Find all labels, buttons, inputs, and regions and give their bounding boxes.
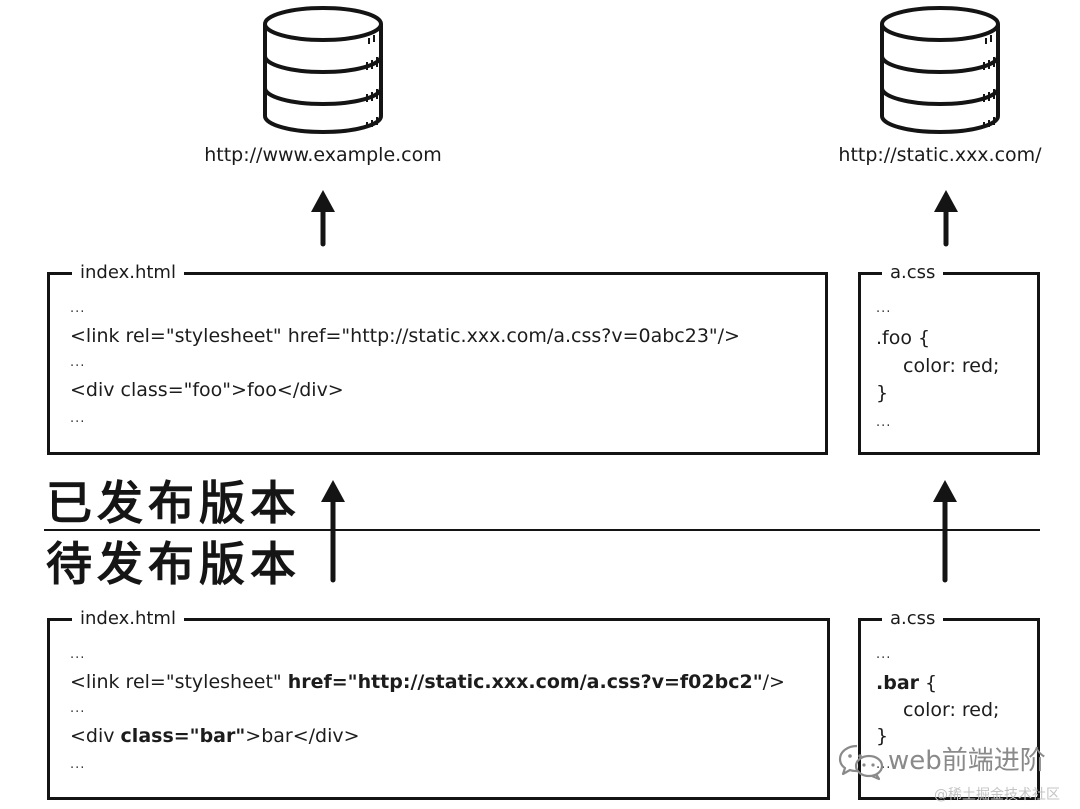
file-name-label: a.css	[882, 261, 944, 285]
file-name-label: index.html	[72, 261, 184, 285]
code-ellipsis: ...	[70, 701, 86, 716]
pending-version-label: 待发布版本	[46, 537, 301, 591]
code-text: >bar</div>	[245, 725, 360, 747]
code-text: <link rel="stylesheet"	[70, 671, 288, 693]
code-ellipsis: ...	[70, 647, 86, 662]
code-ellipsis: ...	[70, 355, 86, 370]
code-line-div: <div class="foo">foo</div>	[70, 379, 344, 401]
published-css-box: a.css ... .foo { color: red; } ...	[858, 261, 1040, 455]
arrow-up-icon	[321, 480, 345, 583]
changed-href-attr: href="http://static.xxx.com/a.css?v=f02b…	[287, 671, 763, 693]
pending-index-html-box: index.html ... <link rel="stylesheet" hr…	[47, 607, 830, 800]
code-text: <div	[70, 725, 121, 747]
file-name-label: a.css	[882, 607, 944, 631]
css-declaration-line: color: red;	[903, 355, 1000, 377]
static-server-url: http://static.xxx.com/	[838, 144, 1042, 166]
code-ellipsis: ...	[70, 411, 86, 426]
code-ellipsis: ...	[876, 415, 892, 430]
code-text: {	[919, 672, 938, 694]
pending-css-box: a.css ... .bar { color: red; } ...	[858, 607, 1040, 800]
published-index-html-box: index.html ... <link rel="stylesheet" hr…	[47, 261, 828, 455]
code-line-div: <div class="bar">bar</div>	[70, 724, 360, 748]
database-icon	[263, 6, 383, 134]
code-line-link: <link rel="stylesheet" href="http://stat…	[70, 670, 785, 694]
code-line-link: <link rel="stylesheet" href="http://stat…	[70, 325, 740, 347]
code-text: />	[762, 671, 785, 693]
code-ellipsis: ...	[70, 757, 86, 772]
code-ellipsis: ...	[876, 647, 892, 662]
code-ellipsis: ...	[70, 301, 86, 316]
css-selector-line: .foo {	[876, 327, 931, 349]
css-declaration-line: color: red;	[903, 699, 1000, 721]
origin-server-url: http://www.example.com	[204, 144, 442, 166]
file-name-label: index.html	[72, 607, 184, 631]
arrow-up-icon	[933, 480, 957, 583]
database-icon	[880, 6, 1000, 134]
wechat-icon	[838, 744, 884, 781]
css-close-brace: }	[876, 382, 889, 404]
watermark-channel: web前端进阶	[888, 746, 1046, 776]
changed-class-attr: class="bar"	[120, 725, 246, 747]
arrow-up-icon	[934, 190, 958, 247]
arrow-up-icon	[311, 190, 335, 247]
css-close-brace: }	[876, 725, 889, 747]
changed-selector: .bar	[876, 672, 920, 694]
published-version-label: 已发布版本	[46, 476, 301, 530]
watermark-platform: @稀土掘金技术社区	[934, 787, 1060, 803]
css-selector-line: .bar {	[876, 671, 937, 695]
code-ellipsis: ...	[876, 301, 892, 316]
